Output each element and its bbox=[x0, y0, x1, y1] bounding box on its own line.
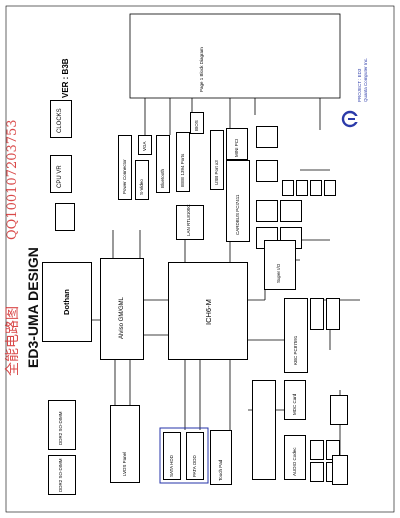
mini-pci-block: MINI PCI bbox=[226, 128, 248, 160]
right-block-8 bbox=[296, 180, 308, 196]
bluetooth-block: Bluetooth bbox=[156, 135, 170, 193]
fwh-label: BIOS bbox=[194, 120, 199, 131]
watermark-line-2: QQ100107203753 bbox=[5, 119, 20, 240]
hdd-block: SATA HDD bbox=[163, 432, 181, 480]
modem-block: MDC Card bbox=[284, 380, 306, 420]
ieee1394-block: IEEE 1394 Ports bbox=[176, 132, 190, 192]
power-connector-block: Power Connector bbox=[118, 135, 132, 200]
amp-block-1 bbox=[310, 440, 324, 460]
cpu-label: Dothan bbox=[62, 289, 71, 315]
clocks-label: CLOCKS bbox=[57, 108, 63, 133]
lan-label: LAN RTL8100C bbox=[186, 204, 191, 236]
cpu-vr-block: CPU VR bbox=[50, 155, 72, 193]
lcd-label: LVDS Panel bbox=[122, 451, 127, 476]
company-line-1: PROJECT : ED3 bbox=[357, 68, 362, 102]
right-block-2 bbox=[256, 160, 278, 182]
ieee1394-label: IEEE 1394 Ports bbox=[180, 153, 185, 187]
right-block-5 bbox=[280, 200, 302, 222]
cardbus-block: CARDBUS PCI7411 bbox=[226, 160, 250, 242]
touchpad-label: Touch Pad bbox=[218, 459, 223, 481]
north-bridge-block: Alviso GM/GML bbox=[100, 258, 144, 360]
page-title: ED3-UMA DESIGN bbox=[25, 247, 41, 368]
south-bridge-label: ICH6-M bbox=[204, 299, 213, 325]
kbc-block: KBC PC87591 bbox=[284, 298, 308, 373]
ddr-b-block: DDR2 SO-DIMM bbox=[48, 455, 76, 495]
odd-label: PATA ODD bbox=[192, 455, 197, 477]
super-io-block: Super I/O bbox=[264, 240, 296, 290]
charger-block bbox=[332, 455, 348, 485]
kbc-right-2 bbox=[326, 298, 340, 330]
south-bridge-block: ICH6-M bbox=[168, 262, 248, 360]
super-io-label: Super I/O bbox=[276, 263, 281, 283]
ddr-b-label: DDR2 SO-DIMM bbox=[58, 458, 63, 493]
right-block-1 bbox=[256, 126, 278, 148]
kbc-right-1 bbox=[310, 298, 324, 330]
vga-label: VGA bbox=[142, 141, 147, 151]
lcd-block: LVDS Panel bbox=[110, 405, 140, 483]
audio-codec-block: AUDIO Codec bbox=[284, 435, 306, 480]
cpu-block: Dothan bbox=[42, 262, 92, 342]
north-bridge-label: Alviso GM/GML bbox=[119, 296, 125, 339]
thermal-block bbox=[55, 203, 75, 231]
version-label: VER : B3B bbox=[61, 58, 70, 98]
bluetooth-label: Bluetooth bbox=[160, 168, 165, 188]
modem-label: MDC Card bbox=[292, 393, 297, 415]
ddr-a-label: DDR2 SO-DIMM bbox=[58, 411, 63, 446]
system-power-block bbox=[330, 395, 348, 425]
cardbus-label: CARDBUS PCI7411 bbox=[235, 194, 240, 235]
right-block-10 bbox=[324, 180, 336, 196]
s-video-block: S-Video bbox=[135, 160, 149, 200]
mini-pci-label: MINI PCI bbox=[234, 138, 239, 157]
connector-block bbox=[252, 380, 276, 480]
usb-label: USB Port x3 bbox=[214, 160, 219, 185]
watermark-line-1: 全能电路图 bbox=[5, 306, 21, 376]
vga-block: VGA bbox=[138, 135, 152, 155]
odd-block: PATA ODD bbox=[186, 432, 204, 480]
clocks-block: CLOCKS bbox=[50, 100, 72, 138]
company-line-2: Quanta Computer Inc. bbox=[363, 57, 368, 102]
ddr-a-block: DDR2 SO-DIMM bbox=[48, 400, 76, 450]
usb-block: USB Port x3 bbox=[210, 130, 224, 190]
right-block-9 bbox=[310, 180, 322, 196]
audio-codec-label: AUDIO Codec bbox=[292, 447, 297, 476]
hdd-label: SATA HDD bbox=[169, 455, 174, 477]
power-connector-label: Power Connector bbox=[122, 159, 127, 194]
s-video-label: S-Video bbox=[139, 179, 144, 195]
lan-block: LAN RTL8100C bbox=[176, 204, 204, 240]
right-block-3 bbox=[256, 200, 278, 222]
page-ref-label: Page 1 Block Diagram bbox=[199, 47, 204, 92]
amp-block-3 bbox=[310, 462, 324, 482]
fwh-block: BIOS bbox=[190, 112, 204, 134]
cpu-vr-label: CPU VR bbox=[57, 165, 63, 188]
kbc-label: KBC PC87591 bbox=[293, 335, 298, 365]
quanta-logo-icon bbox=[341, 110, 359, 128]
touchpad-block: Touch Pad bbox=[210, 430, 232, 485]
right-block-7 bbox=[282, 180, 294, 196]
